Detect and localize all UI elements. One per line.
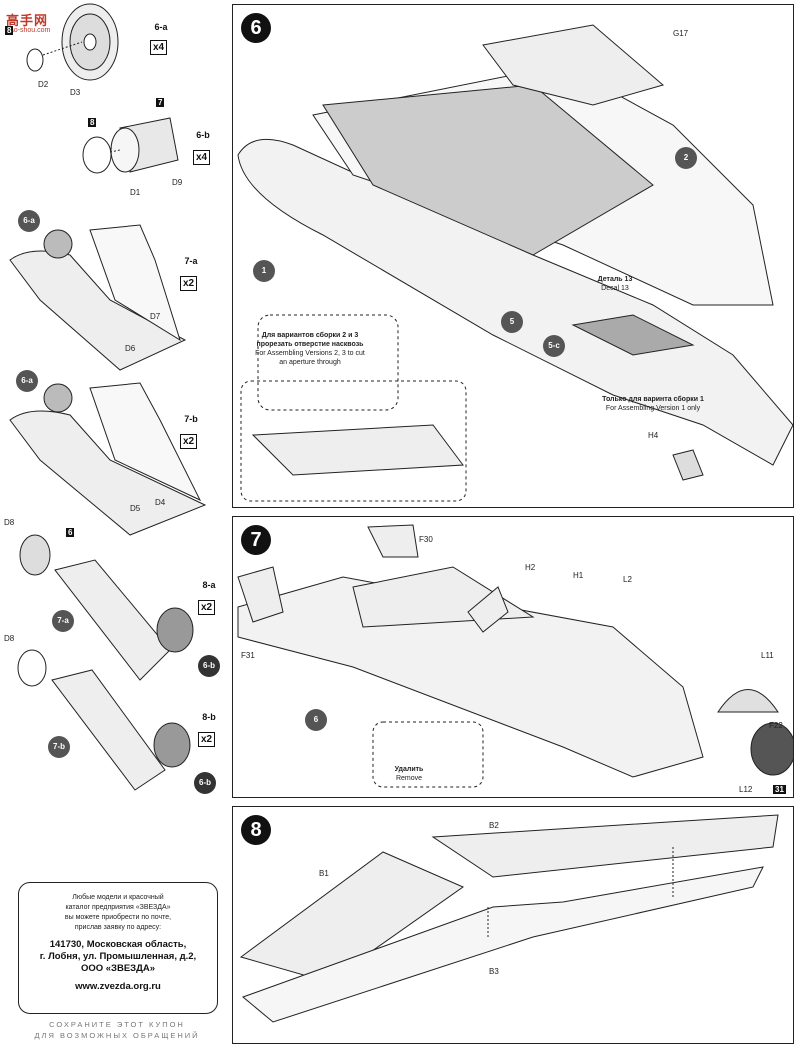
qty-7b: x2 <box>180 434 198 449</box>
decal-note: Деталь 13 Decal 13 <box>585 275 645 293</box>
part-label-l2: L2 <box>623 575 632 584</box>
coupon-address-3: ООО «ЗВЕЗДА» <box>80 963 156 974</box>
part-label-d2: D2 <box>38 80 49 89</box>
drill-note-ru: Для вариантов сборки 2 и 3 прорезать отв… <box>256 332 364 348</box>
step-tag-8a: 8-a <box>202 580 216 590</box>
part-label-d6: D6 <box>125 344 136 353</box>
part-label-h2: H2 <box>525 563 536 572</box>
callout-1: 1 <box>253 260 275 282</box>
star-marker-8b: 8 <box>88 118 97 127</box>
step-6-drawing <box>237 24 793 502</box>
qty-6b: x4 <box>193 150 211 165</box>
sub-6b-badge: 6-b <box>198 655 220 677</box>
coupon-line-3: вы можете приобрести по почте, <box>64 914 172 921</box>
part-label-d8: D8 <box>4 518 15 527</box>
decal-note-en: Decal 13 <box>601 285 629 292</box>
part-label-b1: B1 <box>319 869 329 878</box>
watermark-logo: 高手网 <box>6 13 49 28</box>
part-label-d3: D3 <box>70 88 81 97</box>
footer-line-1: СОХРАНИТЕ ЭТОТ КУПОН <box>49 1020 185 1029</box>
sub-6a-badge: 6-a <box>18 210 40 232</box>
step-7-panel: 7 F30 F31 H2 H1 L2 L11 F22 L12 6 31 Удал… <box>232 516 794 798</box>
coupon-website[interactable]: www.zvezda.org.ru <box>75 981 161 992</box>
part-label-h1: H1 <box>573 571 584 580</box>
remove-note-en: Remove <box>395 775 423 782</box>
step-tag-8b: 8-b <box>202 712 216 722</box>
coupon-line-1: Любые модели и красочный <box>72 894 164 901</box>
drill-note: Для вариантов сборки 2 и 3 прорезать отв… <box>255 331 365 367</box>
coupon-address-1: 141730, Московская область, <box>49 939 187 950</box>
step-8-panel: 8 B1 B2 B3 <box>232 806 794 1044</box>
part-label-b3: B3 <box>489 967 499 976</box>
coupon-address-2: г. Лобня, ул. Промышленная, д.2, <box>39 951 197 962</box>
part-label-d7: D7 <box>150 312 161 321</box>
step-8-drawing <box>239 814 779 1023</box>
part-label-d8-b: D8 <box>4 634 15 643</box>
callout-6: 6 <box>305 709 327 731</box>
callout-5: 5 <box>501 311 523 333</box>
step-number-6: 6 <box>241 13 271 43</box>
part-label-l11: L11 <box>761 651 774 660</box>
part-label-d4: D4 <box>155 498 166 507</box>
watermark-url: gao-shou.com <box>6 27 51 34</box>
remove-note: Удалить Remove <box>379 765 439 783</box>
qty-8a: x2 <box>198 600 216 615</box>
part-label-h4: H4 <box>648 431 659 440</box>
step-6-panel: 6 G17 1 2 5 5-c H4 Деталь 13 Decal 13 Дл… <box>232 4 794 508</box>
part-label-l12: L12 <box>739 785 753 794</box>
part-label-f22: F22 <box>769 721 783 730</box>
left-column-drawings <box>9 3 207 791</box>
star-marker-31: 31 <box>773 785 786 794</box>
part-label-d1: D1 <box>130 188 141 197</box>
part-label-f31: F31 <box>241 651 255 660</box>
order-coupon: Любые модели и красочный каталог предпри… <box>18 882 218 1014</box>
footer-line-2: ДЛЯ ВОЗМОЖНЫХ ОБРАЩЕНИЙ <box>34 1031 200 1040</box>
star-marker-7: 7 <box>156 98 165 107</box>
part-label-f30: F30 <box>419 535 433 544</box>
step-tag-6a: 6-a <box>154 22 168 32</box>
version-note: Только для варинта сборки 1 For Assembli… <box>583 395 723 413</box>
sub-6a-badge-2: 6-a <box>16 370 38 392</box>
callout-5c: 5-c <box>543 335 565 357</box>
sub-7b-badge: 7-b <box>48 736 70 758</box>
part-label-g17: G17 <box>673 29 689 38</box>
remove-note-ru: Удалить <box>394 766 424 773</box>
step-number-7: 7 <box>241 525 271 555</box>
part-label-b2: B2 <box>489 821 499 830</box>
decal-note-ru: Деталь 13 <box>597 276 633 283</box>
drill-note-en: For Assembling Versions 2, 3 to cut an a… <box>255 350 365 366</box>
step-number-8: 8 <box>241 815 271 845</box>
qty-6a: x4 <box>150 40 168 55</box>
coupon-line-4: прислав заявку по адресу: <box>74 924 162 931</box>
step-tag-6b: 6-b <box>196 130 210 140</box>
star-marker-8: 8 <box>5 26 14 35</box>
qty-7a: x2 <box>180 276 198 291</box>
sub-7a-badge: 7-a <box>52 610 74 632</box>
step-tag-7a: 7-a <box>184 256 198 266</box>
coupon-line-2: каталог предприятия «ЗВЕЗДА» <box>65 904 171 911</box>
sub-6b-badge-2: 6-b <box>194 772 216 794</box>
version-note-ru: Только для варинта сборки 1 <box>602 396 704 403</box>
part-label-d5: D5 <box>130 504 141 513</box>
step-7-drawing <box>237 524 793 788</box>
callout-2: 2 <box>675 147 697 169</box>
step-tag-7b: 7-b <box>184 414 198 424</box>
star-marker-6: 6 <box>66 528 75 537</box>
qty-8b: x2 <box>198 732 216 747</box>
part-label-d9: D9 <box>172 178 183 187</box>
version-note-en: For Assembling Version 1 only <box>605 405 701 412</box>
